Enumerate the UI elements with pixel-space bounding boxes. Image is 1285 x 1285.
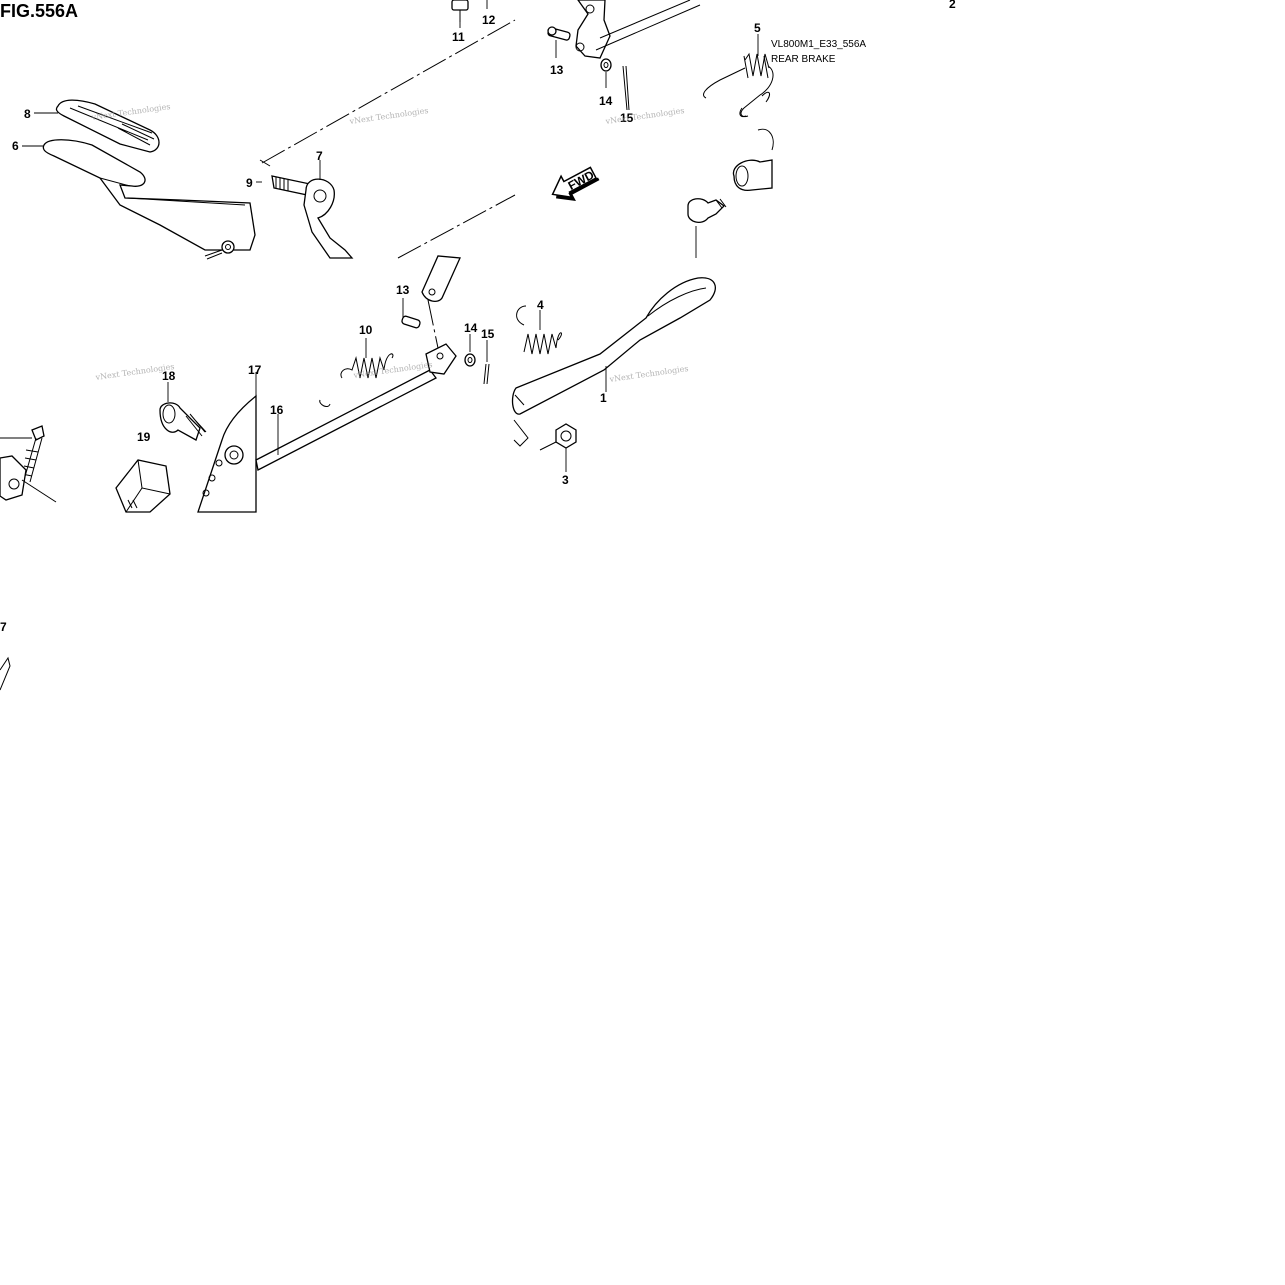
- protective-cap: [115, 459, 171, 513]
- callout-14-top: 14: [599, 94, 613, 108]
- bolt-11: [451, 0, 469, 11]
- callout-7-top: 7: [316, 149, 323, 163]
- panel-arm-assembly: 4 1 3 vNext Technologies: [511, 277, 716, 487]
- arm-spring: [516, 305, 562, 355]
- callout-15-top: 15: [620, 111, 634, 125]
- callout-8: 8: [24, 107, 31, 121]
- pivot-sleeve: [732, 159, 773, 192]
- shoulder-bolt: [159, 402, 201, 441]
- callout-17: 17: [248, 363, 262, 377]
- callout-11: 11: [452, 30, 465, 44]
- callout-18: 18: [162, 369, 176, 383]
- callout-15-mid: 15: [481, 327, 495, 341]
- callout-19: 19: [137, 430, 151, 444]
- callout-10: 10: [359, 323, 373, 337]
- callout-13-mid: 13: [396, 283, 410, 297]
- rod-washer: [464, 353, 476, 367]
- svg-text:vNext Technologies: vNext Technologies: [348, 106, 429, 126]
- callout-9: 9: [246, 176, 253, 190]
- callout-4: 4: [537, 298, 544, 312]
- bracket-bolt: [31, 425, 45, 441]
- callout-12: 12: [482, 13, 496, 27]
- mount-bracket: [0, 455, 27, 501]
- brake-rod: [255, 369, 437, 471]
- callout-5: 5: [754, 21, 761, 35]
- panel-shaft-assembly: 11 12 7 vNext Technologies: [259, 0, 516, 259]
- figure-title: FIG.556A: [0, 1, 78, 21]
- brake-lever-arm: [303, 178, 354, 259]
- diagram-code: VL800M1_E33_556A: [771, 39, 866, 50]
- panel-pedal-assembly: 8 6 9: [12, 99, 262, 260]
- diagram-caption: REAR BRAKE: [771, 54, 836, 65]
- panel-pivot-assembly: 13 14 15 5 FWD vNext Technologies 2: [547, 0, 956, 258]
- callout-6: 6: [12, 139, 19, 153]
- pedal-nut: [221, 240, 235, 254]
- brake-lever-bracket: [575, 0, 611, 59]
- callout-1: 1: [600, 391, 607, 405]
- washer: [600, 58, 612, 72]
- svg-text:vNext Technologies: vNext Technologies: [608, 364, 689, 384]
- panel-lower-fragment: 7: [0, 620, 11, 691]
- arm-nut: [555, 423, 577, 449]
- brake-cam-arm: [511, 277, 716, 415]
- panel-bracket-assembly: 18 19 17 vNext Technologies: [0, 362, 262, 513]
- callout-2: 2: [949, 0, 956, 11]
- callout-13-top: 13: [550, 63, 564, 77]
- pivot-bolt: [687, 198, 725, 224]
- svg-text:vNext Technologies: vNext Technologies: [90, 102, 171, 122]
- return-spring: [703, 52, 774, 117]
- svg-text:vNext Technologies: vNext Technologies: [604, 106, 685, 126]
- forward-arrow: FWD: [551, 166, 600, 202]
- callout-16: 16: [270, 403, 284, 417]
- panel-rod-assembly: 16 13 10 14 15 vNext Technologies: [255, 255, 495, 471]
- callout-7-bottom: 7: [0, 620, 7, 634]
- callout-14-mid: 14: [464, 321, 478, 335]
- rod-spring: [340, 353, 394, 379]
- rod-pin: [401, 315, 421, 329]
- brake-pedal-arm: [42, 139, 256, 251]
- callout-3: 3: [562, 473, 569, 487]
